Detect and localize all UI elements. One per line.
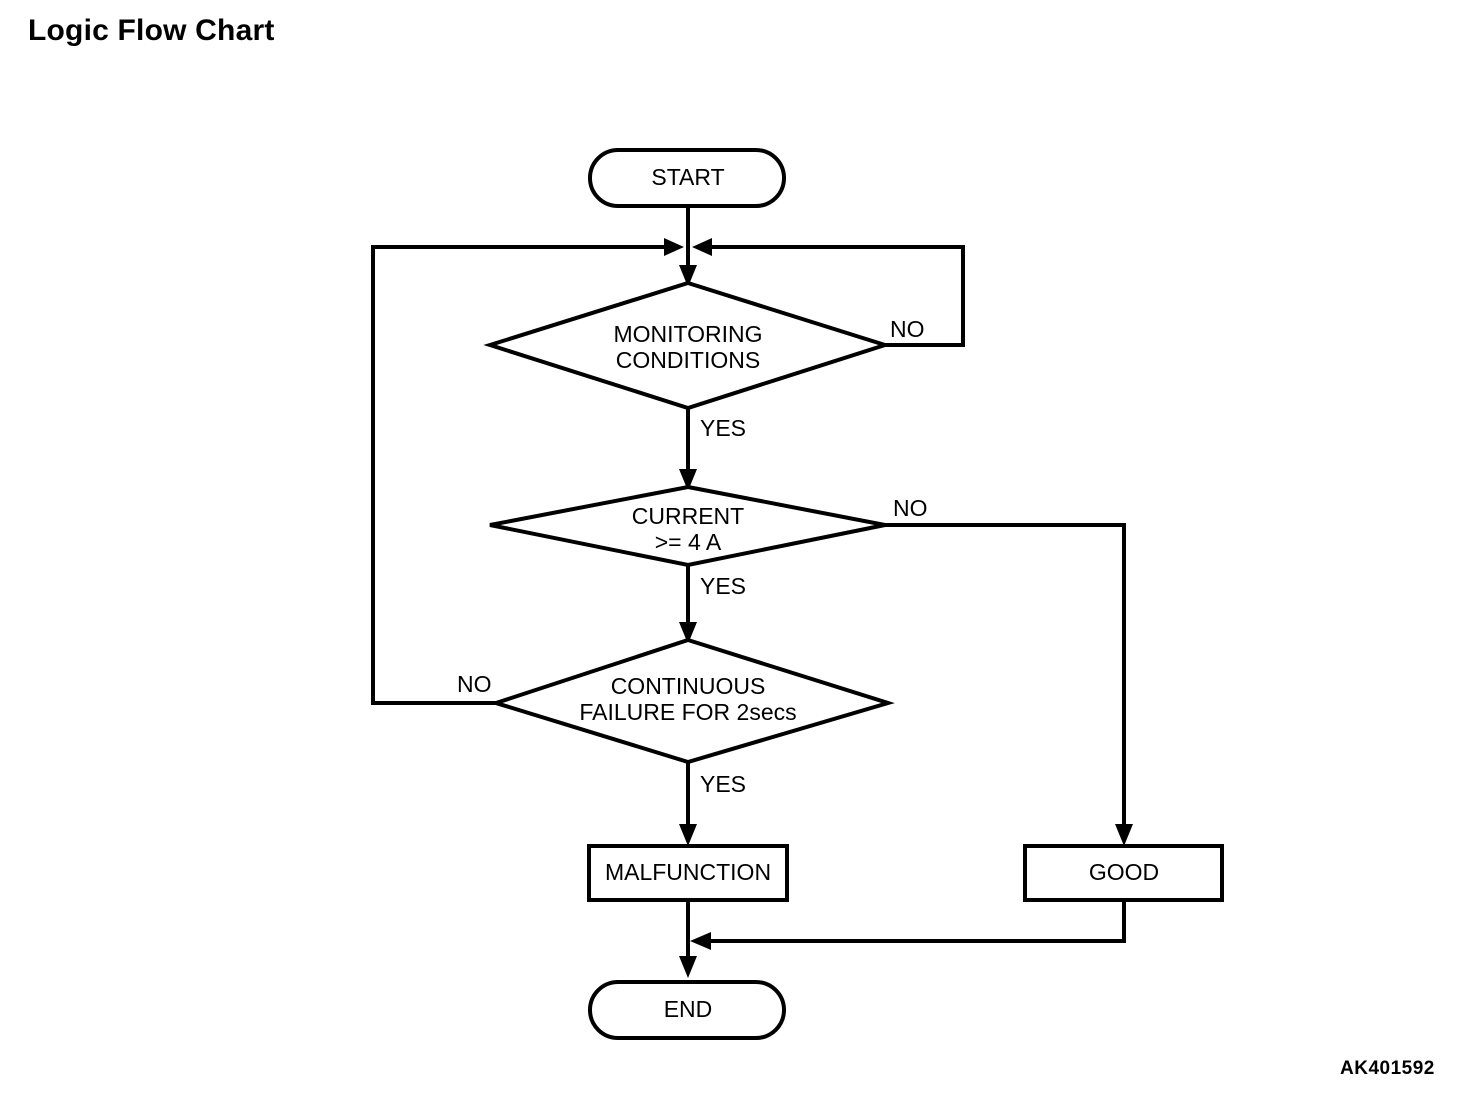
- edge-label-monitoring-yes: YES: [700, 415, 746, 441]
- node-good[interactable]: [1023, 844, 1224, 902]
- arrow-head-into-end: [679, 956, 697, 978]
- node-good-label: GOOD: [1089, 859, 1159, 885]
- node-end-label: END: [664, 996, 713, 1022]
- arrow-head-right-loop-merge: [692, 238, 712, 256]
- reference-code: AK401592: [1340, 1058, 1435, 1079]
- node-current-threshold-label-line1: CURRENT: [632, 503, 744, 529]
- node-current-threshold[interactable]: [489, 484, 886, 568]
- node-continuous-failure[interactable]: [489, 637, 895, 765]
- node-continuous-failure-label-line2: FAILURE FOR 2secs: [579, 699, 796, 725]
- node-start[interactable]: [588, 148, 786, 208]
- arrow-head-merge-to-end-stem: [690, 932, 711, 950]
- edge-label-continuous-no: NO: [457, 671, 492, 697]
- edge-current-no-to-good: [885, 523, 1126, 840]
- arrow-head-into-good: [1115, 824, 1133, 846]
- edge-label-continuous-yes: YES: [700, 771, 746, 797]
- edge-monitoring-no-loop: [700, 245, 965, 347]
- edge-good-to-end-merge: [700, 900, 1126, 943]
- node-start-label: START: [651, 164, 724, 190]
- arrow-head-left-loop-merge: [664, 238, 684, 256]
- arrow-head-into-current: [679, 469, 697, 491]
- node-continuous-failure-label-line1: CONTINUOUS: [611, 673, 766, 699]
- edge-label-monitoring-no: NO: [890, 316, 925, 342]
- node-monitoring-conditions-label-line1: MONITORING: [613, 321, 762, 347]
- arrow-head-into-continuous: [679, 622, 697, 644]
- node-end[interactable]: [588, 980, 786, 1040]
- edge-label-current-no: NO: [893, 495, 928, 521]
- node-malfunction-label: MALFUNCTION: [605, 859, 771, 885]
- node-monitoring-conditions-label-line2: CONDITIONS: [616, 347, 760, 373]
- node-malfunction[interactable]: [587, 844, 789, 902]
- edge-label-current-yes: YES: [700, 573, 746, 599]
- arrow-head-into-monitoring: [679, 265, 697, 287]
- node-current-threshold-label-line2: >= 4 A: [655, 529, 722, 555]
- page-title: Logic Flow Chart: [28, 14, 275, 47]
- edge-continuous-no-loop: [371, 245, 676, 705]
- node-monitoring-conditions[interactable]: [483, 280, 892, 411]
- arrow-head-into-malfunction: [679, 824, 697, 846]
